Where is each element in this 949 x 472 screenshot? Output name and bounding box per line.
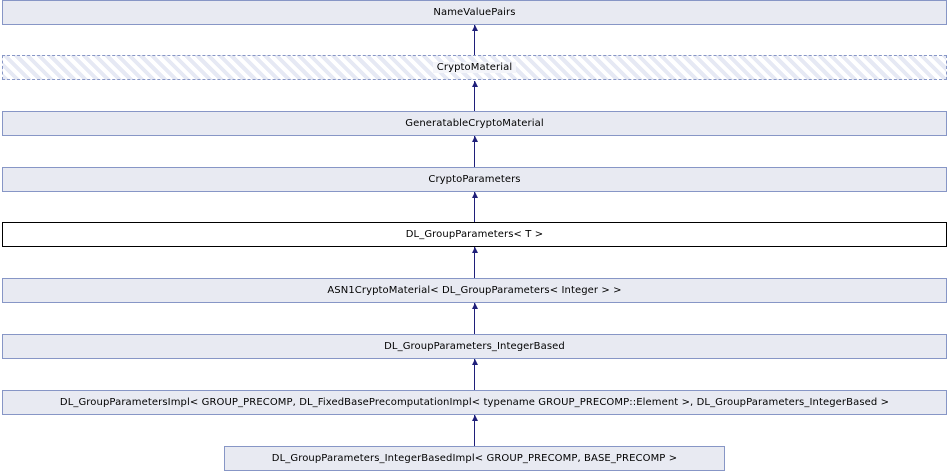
class-node-dl-group-parameters-integer-based[interactable]: DL_GroupParameters_IntegerBased [2, 334, 947, 359]
inheritance-arrow-icon [472, 136, 478, 142]
inheritance-edge [474, 192, 475, 222]
class-node-label: DL_GroupParameters_IntegerBasedImpl< GRO… [271, 453, 678, 464]
class-node-dl-group-parameters-integer-based-impl[interactable]: DL_GroupParameters_IntegerBasedImpl< GRO… [224, 446, 725, 471]
class-node-dl-group-parameters-t[interactable]: DL_GroupParameters< T > [2, 222, 947, 247]
class-node-label: NameValuePairs [433, 7, 516, 18]
class-node-asn1-crypto-material[interactable]: ASN1CryptoMaterial< DL_GroupParameters< … [2, 278, 947, 303]
class-node-generatable-crypto-material[interactable]: GeneratableCryptoMaterial [2, 111, 947, 136]
inheritance-edge [474, 303, 475, 334]
inheritance-arrow-icon [472, 359, 478, 365]
inheritance-edge [474, 25, 475, 55]
inheritance-arrow-icon [472, 247, 478, 253]
class-node-label: DL_GroupParameters< T > [405, 229, 544, 240]
class-node-dl-group-parameters-impl[interactable]: DL_GroupParametersImpl< GROUP_PRECOMP, D… [2, 390, 947, 415]
inheritance-edge [474, 415, 475, 446]
class-node-label: ASN1CryptoMaterial< DL_GroupParameters< … [327, 285, 622, 296]
inheritance-edge [474, 359, 475, 390]
class-node-label: CryptoParameters [428, 174, 521, 185]
class-node-label: CryptoMaterial [432, 62, 517, 73]
class-node-name-value-pairs[interactable]: NameValuePairs [2, 0, 947, 25]
inheritance-arrow-icon [472, 192, 478, 198]
class-node-label: GeneratableCryptoMaterial [405, 118, 544, 129]
class-node-label: DL_GroupParameters_IntegerBased [384, 341, 565, 352]
class-node-crypto-parameters[interactable]: CryptoParameters [2, 167, 947, 192]
class-node-label: DL_GroupParametersImpl< GROUP_PRECOMP, D… [59, 397, 890, 408]
inheritance-edge [474, 136, 475, 167]
inheritance-edge [474, 81, 475, 111]
inheritance-edge [474, 247, 475, 278]
inheritance-arrow-icon [472, 81, 478, 87]
inheritance-arrow-icon [472, 303, 478, 309]
inheritance-arrow-icon [472, 415, 478, 421]
class-node-crypto-material[interactable]: CryptoMaterial [2, 55, 947, 80]
inheritance-arrow-icon [472, 25, 478, 31]
